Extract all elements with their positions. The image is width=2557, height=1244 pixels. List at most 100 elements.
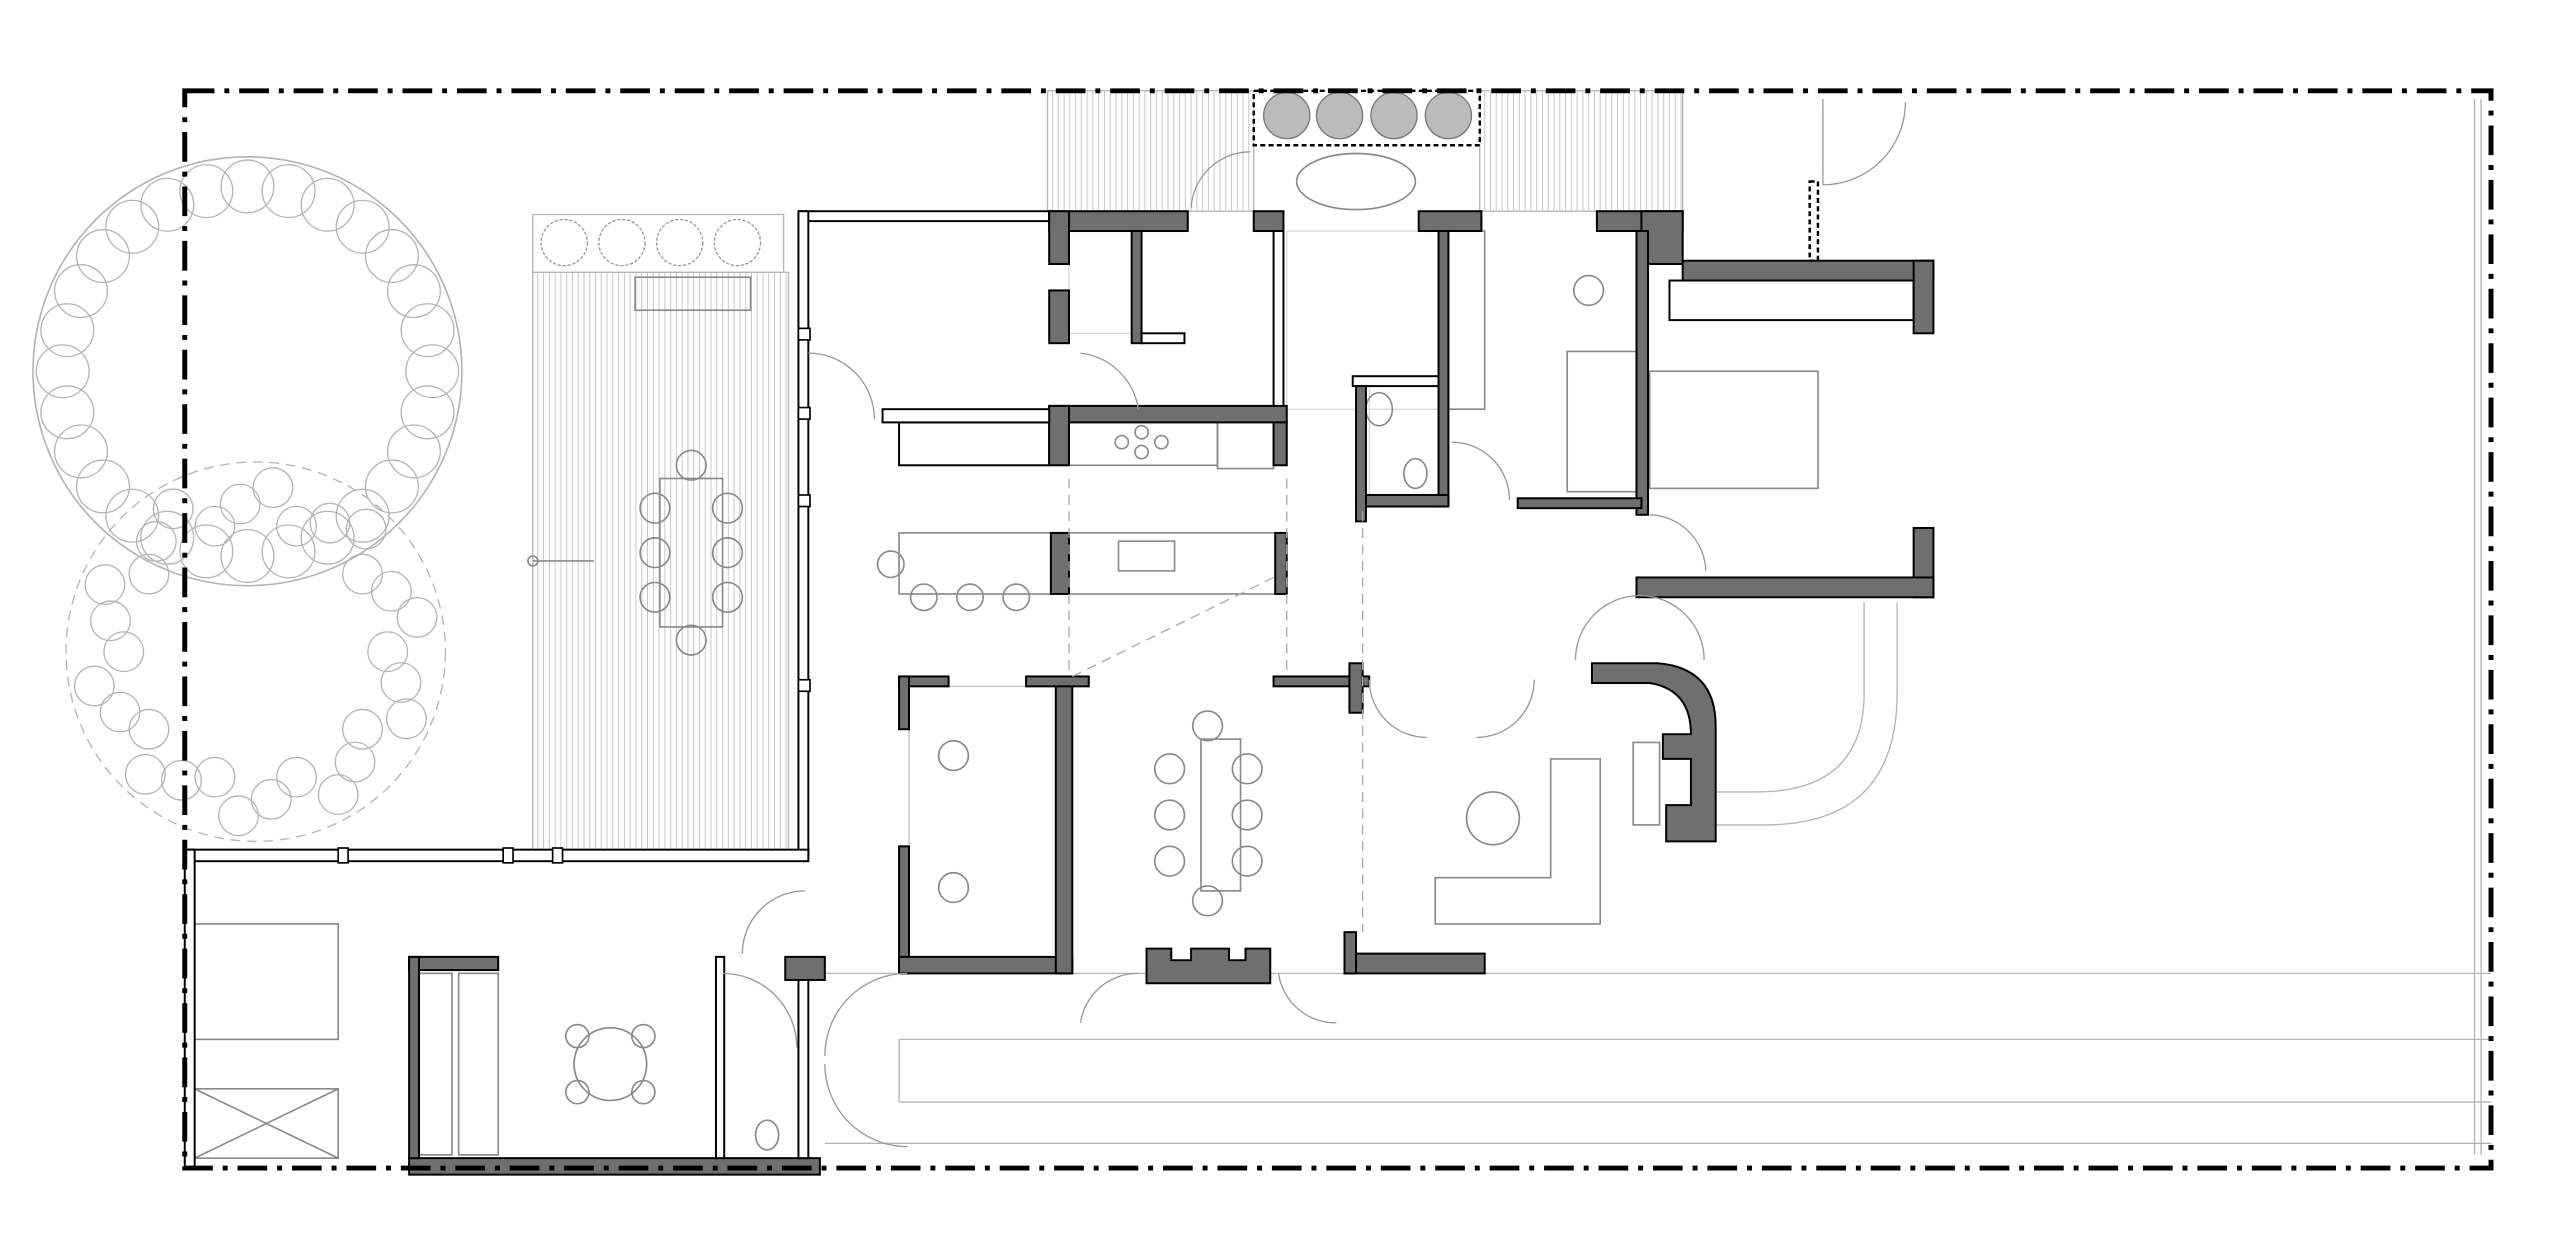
toilet [754, 1119, 780, 1151]
hearth [1632, 741, 1661, 826]
tree-leaf-cluster [400, 303, 455, 358]
tree-leaf-cluster [370, 570, 412, 612]
kitchenette-bench [457, 972, 500, 1156]
tree-leaf-cluster [364, 459, 419, 514]
tree-leaf-cluster [194, 756, 236, 798]
shrub [540, 218, 588, 267]
tree-leaf-cluster [194, 505, 236, 547]
chair [1231, 799, 1263, 831]
cooktop-burner [1134, 444, 1150, 460]
solid-wall [784, 955, 826, 981]
door-swing [1574, 595, 1705, 660]
wardrobe [1668, 279, 1915, 322]
solid-wall [898, 675, 910, 731]
door-swing [824, 972, 908, 1148]
tree-leaf-cluster [250, 778, 292, 820]
courtyard-deck-right [1479, 90, 1684, 212]
solid-wall [1049, 531, 1070, 595]
fireplace [1145, 947, 1272, 985]
tree-leaf-cluster [124, 753, 166, 795]
solid-wall [1355, 493, 1450, 508]
chair [675, 449, 707, 481]
solid-wall [1274, 531, 1288, 595]
window-mullion [337, 847, 349, 864]
chair [937, 871, 970, 904]
solid-wall [408, 955, 421, 1160]
tree-leaf-cluster [105, 199, 160, 254]
driveway [824, 99, 2492, 1155]
bar-stool [876, 550, 905, 579]
sofa [1434, 758, 1602, 925]
solid-wall [1130, 230, 1143, 345]
chair [639, 537, 671, 569]
door-swing [1079, 972, 1337, 1024]
door-swing [808, 352, 875, 420]
chair [675, 624, 707, 656]
shrub [1424, 91, 1473, 140]
tree-leaf-cluster [276, 756, 317, 798]
tree-canopy [32, 155, 463, 587]
study-desk [908, 685, 1057, 958]
window-wall [797, 210, 1051, 223]
chair [1153, 753, 1186, 785]
tree-leaf-cluster [53, 264, 109, 319]
solid-wall [1048, 210, 1070, 266]
window-mullion [551, 847, 564, 864]
tree-leaf-cluster [219, 483, 261, 525]
tree-leaf-cluster [317, 774, 359, 816]
window-mullion [797, 406, 811, 420]
chair [565, 1079, 590, 1105]
door-swing [1190, 151, 1251, 208]
tree-leaf-cluster [135, 520, 177, 562]
window-wall [183, 848, 810, 863]
tree-leaf-cluster [140, 510, 195, 565]
fridge [1216, 421, 1275, 470]
solid-wall [1635, 576, 1935, 599]
door-swing [741, 890, 806, 954]
tree-leaf-cluster [152, 488, 194, 530]
solid-wall [1048, 404, 1070, 467]
coffee-table [1465, 791, 1521, 846]
bathtub [1295, 152, 1417, 211]
tree-leaf-cluster [386, 424, 441, 479]
tree-leaf-cluster [99, 691, 141, 733]
landscape-layer [32, 155, 463, 843]
decking-layer [532, 89, 1820, 856]
window-wall [797, 978, 810, 1160]
window-wall [797, 210, 810, 856]
tiled-floor [1068, 230, 1133, 334]
solid-wall [898, 955, 1074, 975]
round-table [573, 1026, 648, 1102]
tree-leaf-cluster [84, 564, 126, 606]
door-swing [1822, 99, 1907, 186]
shrub [1315, 91, 1364, 140]
door-swing [1649, 514, 1707, 571]
tree-canopy [65, 461, 447, 843]
tree-leaf-cluster [342, 708, 383, 750]
solid-wall [1048, 404, 1288, 424]
fireplace [1590, 662, 1717, 843]
tree-leaf-cluster [40, 385, 95, 440]
solid-wall [1272, 421, 1288, 467]
sink [1117, 540, 1176, 572]
dining-table [1200, 738, 1242, 892]
solid-wall [1343, 931, 1358, 975]
tree-leaf-cluster [276, 505, 317, 547]
chair [1191, 710, 1224, 742]
umbrella-base [527, 555, 539, 567]
window-mullion [797, 327, 811, 341]
solid-wall [408, 955, 500, 972]
door-swing [1451, 441, 1511, 500]
door-swing [1368, 679, 1535, 739]
tree-leaf-cluster [405, 344, 460, 399]
tree-leaf-cluster [367, 631, 409, 673]
tree-leaf-cluster [261, 524, 316, 579]
tree-leaf-cluster [335, 488, 390, 543]
chair [711, 492, 744, 524]
wardrobe [418, 972, 453, 1156]
door-swing [722, 972, 798, 1048]
tree-leaf-cluster [300, 177, 355, 232]
chair [1572, 274, 1605, 307]
solid-wall [1025, 675, 1090, 688]
desk [1566, 350, 1638, 493]
